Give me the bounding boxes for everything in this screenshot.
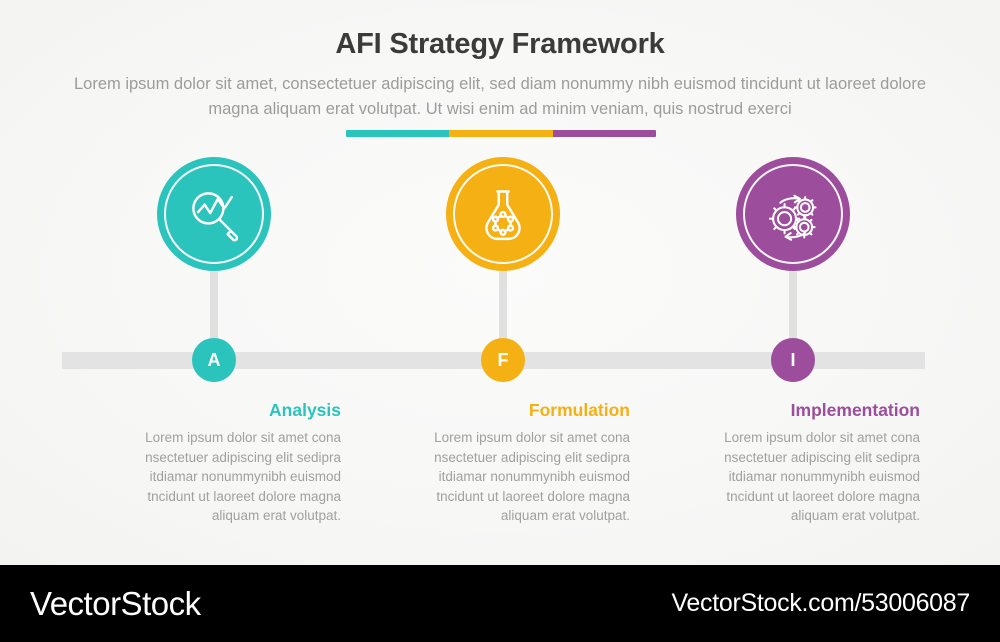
header: AFI Strategy Framework Lorem ipsum dolor… [0,26,1000,122]
stage-letter-badge[interactable]: A [192,338,236,382]
gears-cycle-icon [768,194,817,241]
stage-heading: Analysis [269,400,341,420]
stage-description: Lorem ipsum dolor sit amet cona nsectetu… [434,430,630,523]
magnifier-chart-icon [192,192,239,242]
connector-stem [789,268,797,348]
footer-brand: VectorStock [30,584,201,622]
footer-url: VectorStock.com/53006087 [671,589,970,617]
flask-molecule-icon [485,190,521,241]
inner-ring [164,164,264,264]
stage-description: Lorem ipsum dolor sit amet cona nsectetu… [724,430,920,523]
stage-heading: Implementation [790,400,920,420]
stage-icon-circle[interactable] [157,157,271,271]
stage-letter-badge[interactable]: I [771,338,815,382]
footer-watermark-bar: VectorStock VectorStock.com/53006087 [0,565,1000,642]
page-title: AFI Strategy Framework [335,28,665,60]
inner-ring [743,164,843,264]
stage-letter-badge[interactable]: F [481,338,525,382]
divider-segment-teal [346,130,450,137]
divider-bar [346,130,656,137]
connector-stem [499,268,507,348]
stage-icon-circle[interactable] [736,157,850,271]
inner-ring [453,164,553,264]
divider-segment-purple [552,130,656,137]
divider-segment-amber [449,130,553,137]
page-subtitle: Lorem ipsum dolor sit amet, consectetuer… [73,75,927,118]
stage-description: Lorem ipsum dolor sit amet cona nsectetu… [145,430,341,523]
stage-icon-circle[interactable] [446,157,560,271]
connector-stem [210,268,218,348]
stage-heading: Formulation [528,400,630,420]
